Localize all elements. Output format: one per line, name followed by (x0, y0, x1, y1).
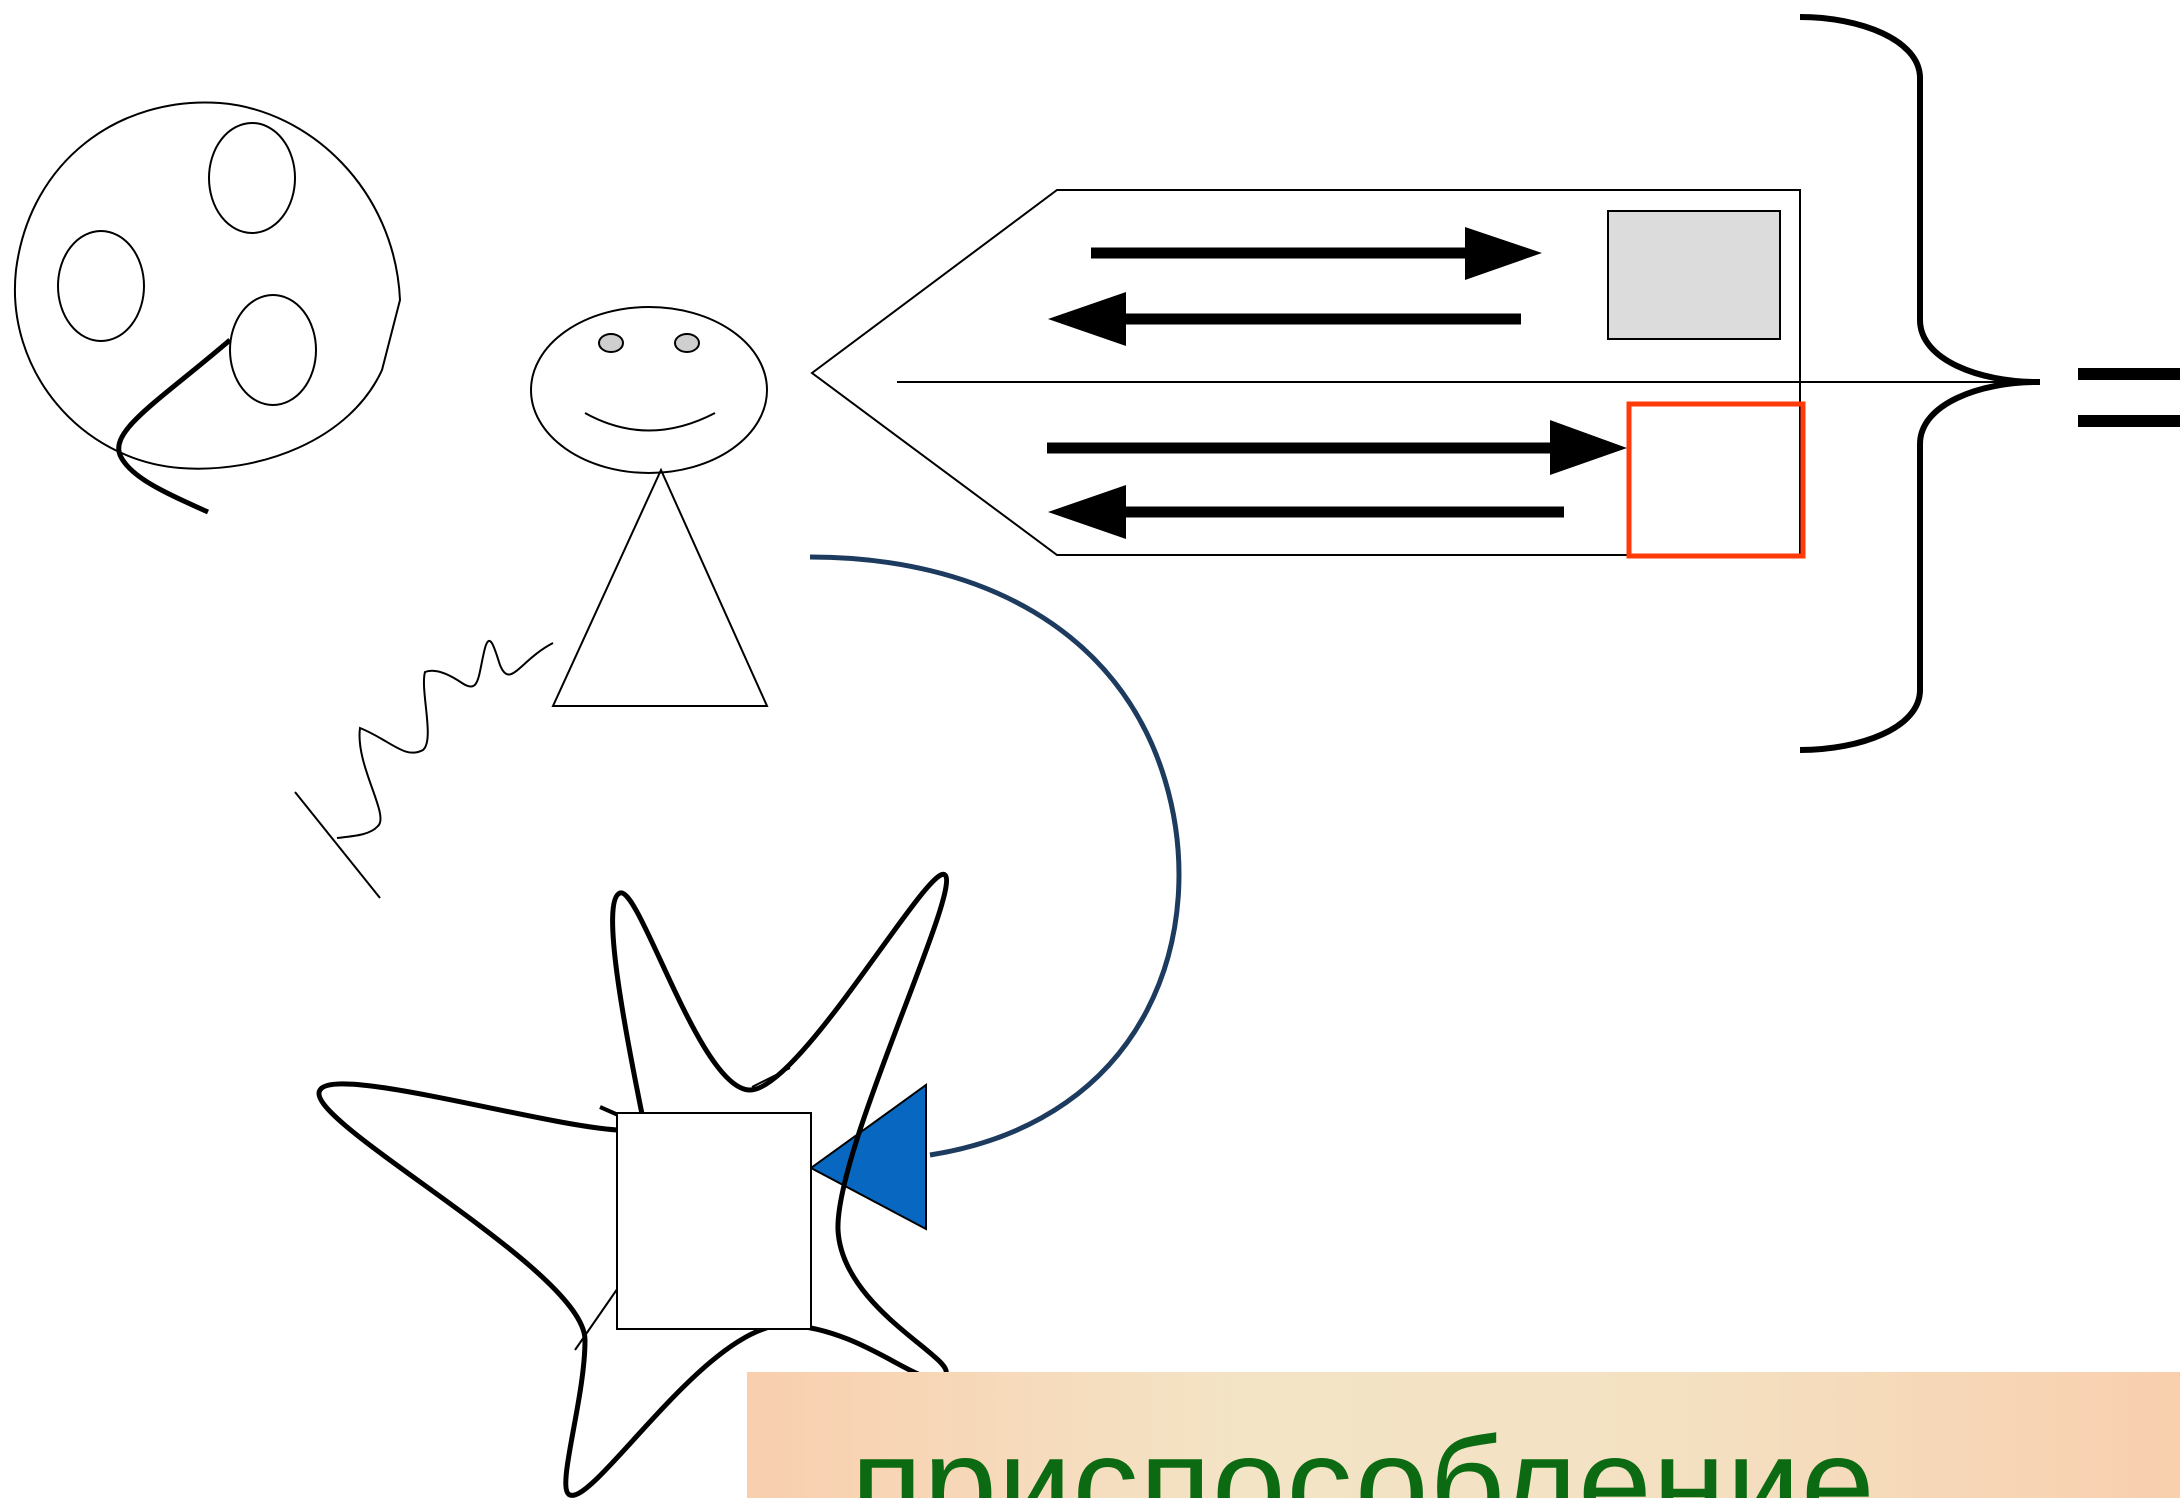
curved-connector (809, 554, 1182, 1158)
figure-eye-right (674, 333, 700, 353)
arrow-icon (1047, 420, 1627, 475)
cell-outline (13, 101, 402, 470)
banner: приспособление (747, 1372, 2180, 1498)
grey-box (1607, 210, 1781, 340)
banner-text: приспособление (851, 1410, 1876, 1498)
wavy-line-base (294, 791, 381, 899)
cell-tail (116, 338, 232, 515)
stick-figure-icon (530, 306, 769, 707)
organism-cell-icon (13, 101, 402, 515)
arrow-icon (1048, 485, 1564, 539)
pointer-triangle (809, 1083, 927, 1231)
figure-body (551, 467, 769, 707)
figure-eye-left (598, 333, 624, 353)
figure-smile (584, 412, 716, 432)
pentagon-outline (810, 189, 1801, 556)
wavy-line (336, 639, 554, 839)
star-center-box (616, 1112, 812, 1330)
arrow-icon (1091, 227, 1542, 280)
message-pentagon (810, 189, 2030, 559)
cell-nucleus-left (57, 230, 145, 342)
highlight-box (1626, 401, 1806, 559)
star-cell-icon (316, 872, 949, 1498)
cell-nucleus-bottom (229, 294, 317, 406)
equals-sign-icon (2078, 368, 2180, 427)
star-tick-inner (751, 1067, 791, 1088)
arrow-icon (1048, 292, 1521, 346)
curly-brace-icon (1799, 14, 2038, 753)
wavy-line-icon (294, 639, 554, 899)
figure-head (530, 306, 768, 474)
star-tick-bottom (574, 1284, 621, 1351)
cell-nucleus-top (208, 122, 296, 234)
